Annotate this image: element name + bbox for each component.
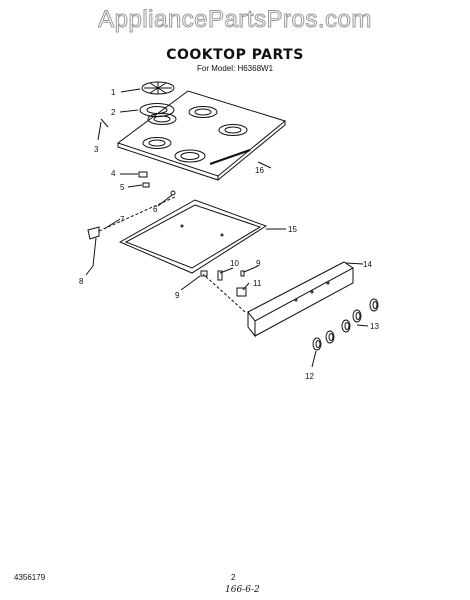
clip-part — [200, 270, 208, 277]
support-rod-part — [87, 226, 100, 240]
bracket-part — [236, 287, 247, 297]
rod-part — [92, 237, 97, 267]
control-panel-part — [202, 261, 354, 338]
small-screw-part — [170, 190, 176, 196]
page-subtitle: For Model: H6368W1 — [196, 64, 274, 73]
callout-2: 2 — [111, 108, 116, 117]
callout-9a: 9 — [175, 291, 180, 300]
top-panel-part — [118, 199, 268, 274]
callout-4: 4 — [111, 169, 116, 178]
callout-9b: 9 — [256, 259, 261, 268]
callout-3: 3 — [94, 145, 99, 154]
cooktop-part — [116, 90, 287, 181]
callout-13: 13 — [370, 322, 379, 331]
handwritten-note: 166-6-2 — [225, 585, 260, 595]
callout-8: 8 — [79, 277, 84, 286]
callout-15: 15 — [288, 225, 297, 234]
spring-clip-part — [217, 270, 223, 281]
callout-7: 7 — [120, 215, 125, 224]
watermark-logo: AppliancePartsPros.com — [98, 6, 372, 34]
screw-part — [100, 118, 109, 128]
callout-6: 6 — [153, 205, 158, 214]
page-title: COOKTOP PARTS — [166, 47, 304, 63]
control-knobs-part — [312, 298, 379, 351]
callout-1: 1 — [111, 88, 116, 97]
burner-grate-part — [141, 81, 175, 95]
document-number: 4356179 — [14, 573, 46, 582]
callout-5: 5 — [120, 183, 125, 192]
callout-14: 14 — [363, 260, 372, 269]
callout-12: 12 — [305, 372, 314, 381]
page-number: 2 — [231, 573, 236, 582]
callout-11: 11 — [253, 279, 262, 288]
callout-16: 16 — [255, 166, 264, 175]
callout-10: 10 — [230, 259, 239, 268]
screw-part — [240, 270, 245, 277]
bracket-part — [138, 171, 148, 178]
clip-part — [142, 182, 150, 188]
